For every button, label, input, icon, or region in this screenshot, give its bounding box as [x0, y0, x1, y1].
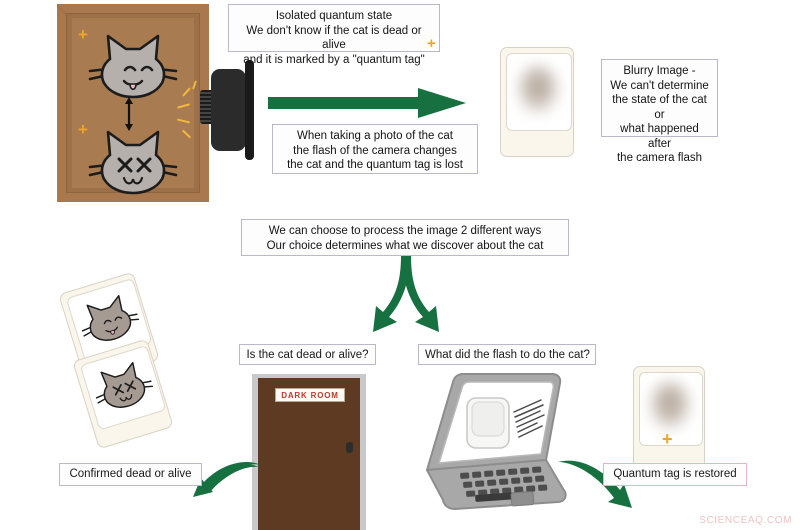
laptop: [413, 368, 578, 518]
quantum-tag-icon-callout: +: [427, 35, 436, 52]
photo-dead-cat: [72, 338, 174, 450]
door-sign: DARK ROOM: [275, 388, 345, 402]
quantum-tag-icon-bottom: +: [78, 120, 88, 139]
restored-blurry-content: [647, 380, 693, 432]
door-knob: [346, 442, 353, 453]
arrow-to-restored-result: [558, 460, 632, 508]
photo-alive-cat-drawing: [70, 280, 149, 362]
callout-camera-flash: When taking a photo of the cat the flash…: [272, 124, 478, 174]
photo-dead-cat-drawing: [84, 347, 163, 429]
arrow-box-to-photo: [268, 88, 466, 118]
blurry-photo-top: [500, 47, 574, 157]
dead-cat-face: [86, 125, 180, 197]
camera-back: [245, 60, 254, 160]
door-panel: [258, 378, 360, 530]
photo-alive-cat: [58, 271, 160, 383]
arrow-to-confirmed-result: [193, 462, 261, 497]
callout-isolated-quantum-state: Isolated quantum state We don't know if …: [228, 4, 440, 66]
label-is-cat-dead-or-alive: Is the cat dead or alive?: [239, 344, 376, 365]
callout-blurry-image: Blurry Image - We can't determine the st…: [601, 59, 718, 164]
label-quantum-tag-restored: Quantum tag is restored: [603, 463, 747, 486]
door-sign-label: DARK ROOM: [281, 390, 339, 400]
watermark: SCIENCEAQ.COM: [699, 515, 792, 526]
branching-arrow: [373, 256, 439, 332]
blurry-photo-restored: [633, 366, 705, 470]
isolated-quantum-box: + +: [57, 4, 209, 202]
label-what-did-flash-do: What did the flash to do the cat?: [418, 344, 596, 365]
superposition-double-arrow: [125, 97, 133, 131]
callout-processing-choice: We can choose to process the image 2 dif…: [241, 219, 569, 256]
quantum-tag-icon-top: +: [78, 25, 88, 44]
label-confirmed-dead-or-alive: Confirmed dead or alive: [59, 463, 202, 486]
camera-body: [211, 69, 246, 151]
blurry-content: [515, 64, 561, 116]
quantum-tag-icon-restored: +: [662, 429, 673, 449]
alive-cat-face: [86, 29, 180, 101]
